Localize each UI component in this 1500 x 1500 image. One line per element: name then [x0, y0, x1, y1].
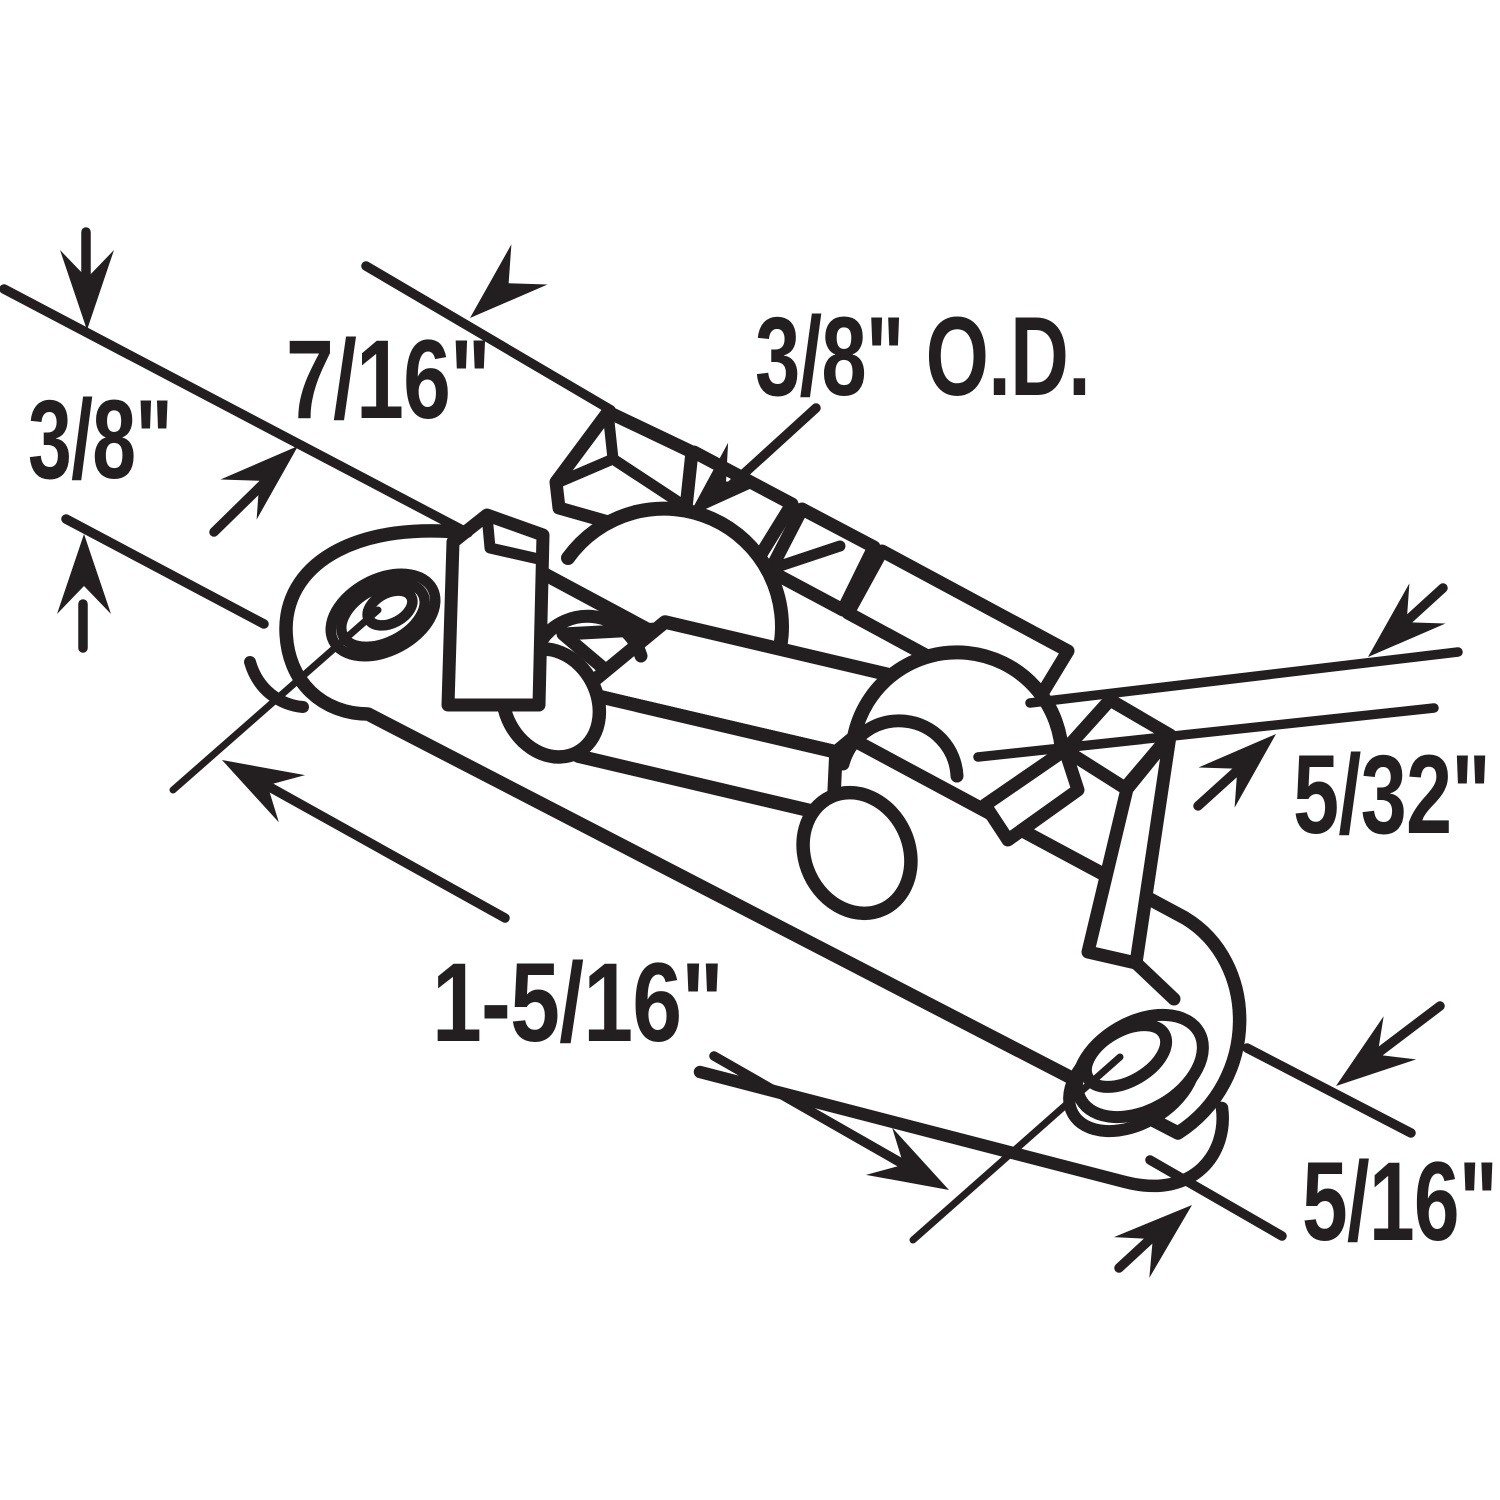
left-guide-block-ridge — [551, 406, 692, 513]
left-end-tab-edge — [481, 509, 549, 566]
rear-roller-axle-pin — [796, 785, 918, 921]
dim-line-716 — [361, 261, 616, 415]
rear-roller-hub — [836, 714, 964, 783]
spacing-arrow-left-stem — [243, 770, 510, 923]
front-roller-fill — [568, 508, 782, 653]
plate-thickness-edge — [693, 1065, 1229, 1193]
offset-arrow-upper-stem — [1369, 1001, 1445, 1061]
roller-bracket-part — [169, 405, 1247, 1244]
od-leader-stem — [722, 403, 821, 494]
label-roller-od: 3/8" O.D. — [755, 294, 1090, 419]
rail-notch-inner-edge — [768, 540, 846, 574]
dim-flange-gap: 5/32" — [973, 583, 1491, 857]
dimension-annotations: 3/8" 7/16" 3/8" O.D. 5/32" — [0, 227, 1498, 1278]
flange-ext-line-lower — [973, 703, 1439, 762]
dim-tab-width: 7/16" — [209, 244, 616, 537]
left-end-tab — [441, 508, 550, 712]
front-roller-hub — [534, 609, 648, 663]
plate-thickness-edge-left — [244, 656, 309, 713]
flange-arrow-lower-stem — [1193, 763, 1245, 811]
left-hole-leader-line — [169, 606, 382, 794]
right-tab-base-edge — [1129, 956, 1181, 1006]
arrow-up-right-stem — [209, 480, 267, 537]
label-hole-spacing: 1-5/16" — [432, 940, 723, 1065]
offset-tick-upper — [1242, 1043, 1416, 1138]
label-tab-width: 7/16" — [286, 317, 490, 442]
rear-roller-wheel — [847, 645, 1070, 765]
right-hole-leader-line — [909, 1053, 1124, 1244]
dim-thickness: 3/8" — [0, 227, 473, 653]
offset-tick-lower — [1145, 1155, 1287, 1241]
extension-line-bottom — [61, 514, 269, 629]
dim-roller-od: 3/8" O.D. — [669, 294, 1091, 537]
label-flange-gap: 5/32" — [1293, 732, 1490, 857]
extension-line-top — [0, 284, 473, 538]
flange-ext-line-upper — [1025, 647, 1463, 708]
right-tab-prong — [978, 743, 1085, 847]
spacing-arrow-right-stem — [709, 1051, 915, 1173]
label-edge-offset: 5/16" — [1302, 1139, 1497, 1264]
front-roller-wheel — [561, 501, 789, 660]
left-mounting-hole — [169, 568, 441, 794]
right-mounting-hole — [909, 1008, 1209, 1244]
dim-edge-offset: 5/16" — [1113, 1001, 1498, 1278]
rear-roller-fill — [854, 652, 1063, 758]
dim-hole-spacing: 1-5/16" — [208, 736, 963, 1214]
label-thickness: 3/8" — [28, 377, 172, 502]
